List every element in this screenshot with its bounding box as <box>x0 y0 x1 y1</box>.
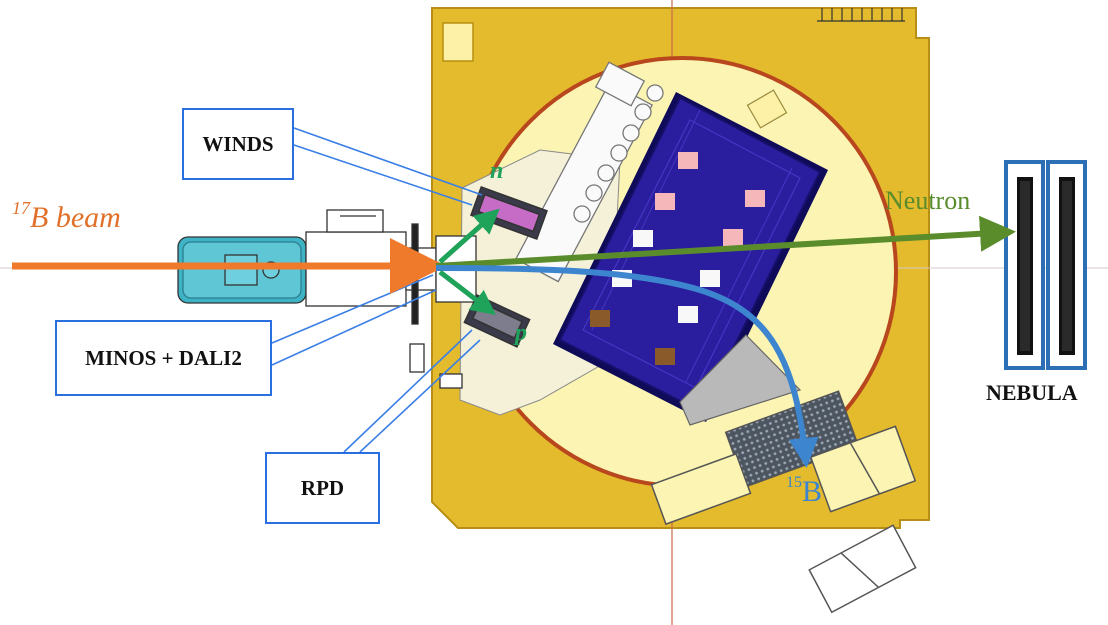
winds-label-text: WINDS <box>202 131 274 156</box>
minos-dali2-label-text: MINOS + DALI2 <box>85 345 242 370</box>
winds-detector <box>470 185 548 241</box>
plate-scale <box>817 8 905 22</box>
neutron-label-text: Neutron <box>885 186 971 215</box>
beam-mass-number: 17 <box>12 198 30 218</box>
detector-frame-bottom <box>808 524 917 614</box>
fragment-mass-number: 15 <box>786 474 802 491</box>
proton-knockout-arrow <box>438 270 496 316</box>
neutron-label: Neutron <box>885 186 970 216</box>
p-label-text: p <box>515 320 527 346</box>
nebula-label-text: NEBULA <box>986 380 1078 405</box>
fragment-arrow <box>435 265 819 468</box>
rpd-label: RPD <box>265 452 380 524</box>
table-window-right <box>746 89 788 129</box>
n-label-text: n <box>490 158 504 184</box>
vacuum-chamber <box>679 334 802 426</box>
fragment-label: 15B <box>786 474 822 509</box>
p-label: p <box>515 320 527 347</box>
beam-label-text: B beam <box>30 201 121 234</box>
nebula-label: NEBULA <box>986 380 1078 406</box>
winds-label: WINDS <box>182 108 294 180</box>
minos-dali2-label: MINOS + DALI2 <box>55 320 272 396</box>
plate-window <box>442 22 474 62</box>
rpd-label-text: RPD <box>300 475 345 500</box>
neutron-knockout-arrow <box>438 208 500 264</box>
rack <box>514 61 664 283</box>
samurai-magnet <box>553 92 828 422</box>
n-label: n <box>490 158 503 185</box>
fragment-label-text: B <box>802 475 823 508</box>
neutron-arrow <box>435 215 1016 269</box>
nebula-wall-2 <box>1046 160 1087 370</box>
nebula-wall-1 <box>1004 160 1045 370</box>
beam-label: 17B beam <box>12 198 121 235</box>
